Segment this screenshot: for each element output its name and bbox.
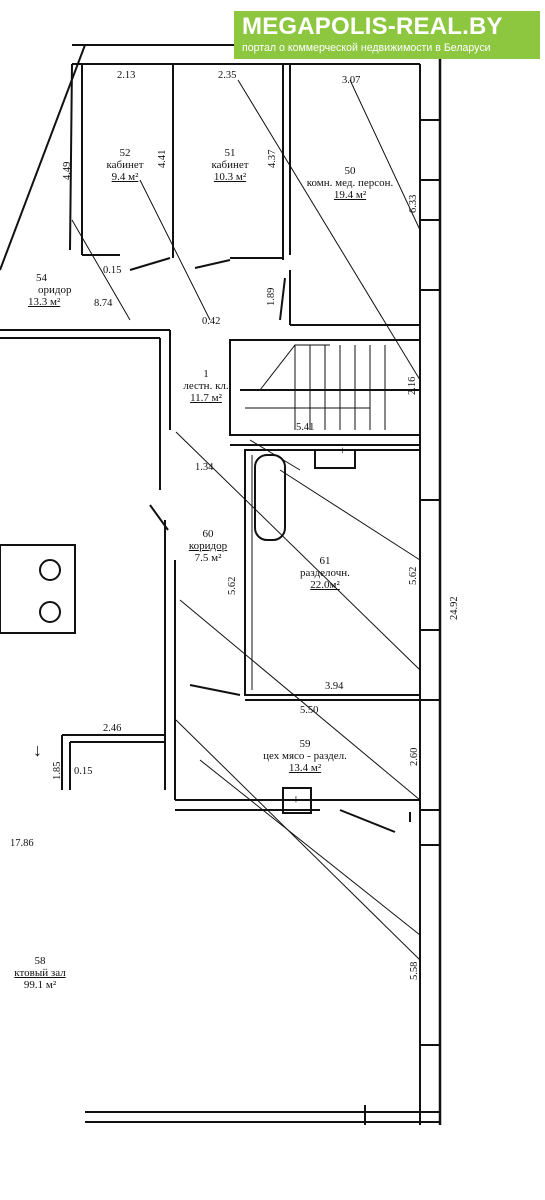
fixture-59	[282, 787, 312, 814]
window-4	[419, 699, 441, 811]
dim-1786: 17.86	[10, 838, 34, 849]
room-1-id: 1	[203, 368, 209, 380]
dim-015b: 0.15	[74, 766, 93, 777]
dim-185: 1.85	[52, 761, 63, 780]
dim-437: 4.37	[267, 149, 278, 168]
room-61-name: разделочн.	[300, 567, 350, 579]
fixture-plus-symbol: +	[292, 793, 300, 808]
stair-flight	[259, 344, 330, 391]
room-60-label: 60 коридор 7.5 м²	[178, 528, 238, 564]
room-50-id: 50	[344, 165, 356, 177]
room-54-label: 54 оридор 13.3 м²	[28, 272, 71, 308]
ref-line-1	[237, 79, 421, 381]
dim-441: 4.41	[157, 149, 168, 168]
door-59	[339, 809, 396, 833]
dim-394: 3.94	[325, 681, 344, 692]
ref-line-3	[139, 179, 211, 321]
banner-title: MEGAPOLIS-REAL.BY	[242, 13, 503, 40]
down-arrow-icon: ↓	[33, 740, 42, 760]
ref-line-8	[175, 719, 421, 961]
dim-213: 2.13	[117, 70, 136, 81]
room-54-area: 13.3 м²	[28, 296, 61, 308]
dim-134: 1.34	[195, 462, 214, 473]
dim-216: 2.16	[407, 376, 418, 395]
room-50-name: комн. мед. персон.	[306, 177, 394, 189]
room-52-label: 52 кабинет 9.4 м²	[100, 147, 150, 183]
room-51-area: 10.3 м²	[213, 171, 247, 183]
room-58-label: 58 ктовый зал 99.1 м²	[0, 955, 80, 991]
door-61	[189, 684, 241, 696]
room-60-name: коридор	[188, 540, 228, 552]
ref-line-10	[249, 439, 301, 471]
room-51-name: кабинет	[211, 159, 249, 171]
dim-633: 6.33	[408, 194, 419, 213]
room-52-id: 52	[119, 147, 131, 159]
sink-plus-symbol: +	[339, 443, 346, 457]
room-58-area: 99.1 м²	[23, 979, 57, 991]
ref-line-2	[349, 79, 421, 231]
dim-562a: 5.62	[227, 576, 238, 595]
room-59-label: 59 цех мясо - раздел. 13.4 м²	[245, 738, 365, 774]
room-50-area: 19.4 м²	[333, 189, 367, 201]
window-2	[419, 219, 441, 291]
ref-line-4	[71, 219, 131, 321]
room-59-id: 59	[299, 738, 311, 750]
window-1	[419, 119, 441, 181]
stairwell	[229, 339, 421, 436]
room-59-area: 13.4 м²	[288, 762, 322, 774]
room-61-id: 61	[319, 555, 331, 567]
room-58-id: 58	[34, 955, 46, 967]
room-1-name: лестн. кл.	[183, 380, 229, 392]
dim-2492: 24.92	[449, 596, 460, 620]
room-60-id: 60	[202, 528, 214, 540]
door-52	[129, 257, 171, 271]
wall-diagonal-2	[69, 63, 73, 251]
dim-189: 1.89	[266, 287, 277, 306]
room-51-label: 51 кабинет 10.3 м²	[200, 147, 260, 183]
dim-260: 2.60	[409, 747, 420, 766]
door-50	[279, 277, 286, 321]
dim-874: 8.74	[94, 298, 113, 309]
dim-235: 2.35	[218, 70, 237, 81]
sink	[314, 449, 356, 469]
door-60	[149, 504, 169, 531]
ref-line-7	[179, 599, 421, 801]
room-59-name: цех мясо - раздел.	[263, 750, 347, 762]
room-1-label: 1 лестн. кл. 11.7 м²	[176, 368, 236, 404]
room-50-label: 50 комн. мед. персон. 19.4 м²	[290, 165, 410, 201]
hall-column	[0, 544, 76, 634]
room-52-area: 9.4 м²	[111, 171, 139, 183]
dim-042: 0.42	[202, 316, 221, 327]
dim-558: 5.58	[409, 961, 420, 980]
dim-449: 4.49	[62, 161, 73, 180]
room-52-name: кабинет	[106, 159, 144, 171]
table-2	[39, 601, 61, 623]
dim-015a: 0.15	[103, 265, 122, 276]
room-61-label: 61 разделочн. 22.0м²	[290, 555, 360, 591]
ref-line-6	[279, 469, 421, 561]
ref-line-5	[175, 431, 421, 671]
room-61-area: 22.0м²	[310, 579, 340, 591]
room-51-id: 51	[224, 147, 236, 159]
table-1	[39, 559, 61, 581]
dim-550: 5.50	[300, 705, 319, 716]
dim-307: 3.07	[342, 75, 361, 86]
banner-subtitle: портал о коммерческой недвижимости в Бел…	[242, 42, 491, 54]
door-51	[194, 259, 231, 269]
room-1-area: 11.7 м²	[190, 392, 222, 404]
room-60-area: 7.5 м²	[194, 552, 222, 564]
window-3	[419, 499, 441, 631]
room-54-name: оридор	[38, 284, 72, 296]
window-5	[419, 844, 441, 1046]
dim-246: 2.46	[103, 723, 122, 734]
room-54-id: 54	[36, 272, 47, 284]
site-banner[interactable]: MEGAPOLIS-REAL.BY портал о коммерческой …	[234, 11, 540, 59]
bathtub	[254, 454, 286, 541]
dim-541: 5.41	[296, 422, 315, 433]
room-58-name: ктовый зал	[14, 967, 66, 979]
ref-line-9	[199, 759, 421, 936]
dim-562b: 5.62	[408, 566, 419, 585]
